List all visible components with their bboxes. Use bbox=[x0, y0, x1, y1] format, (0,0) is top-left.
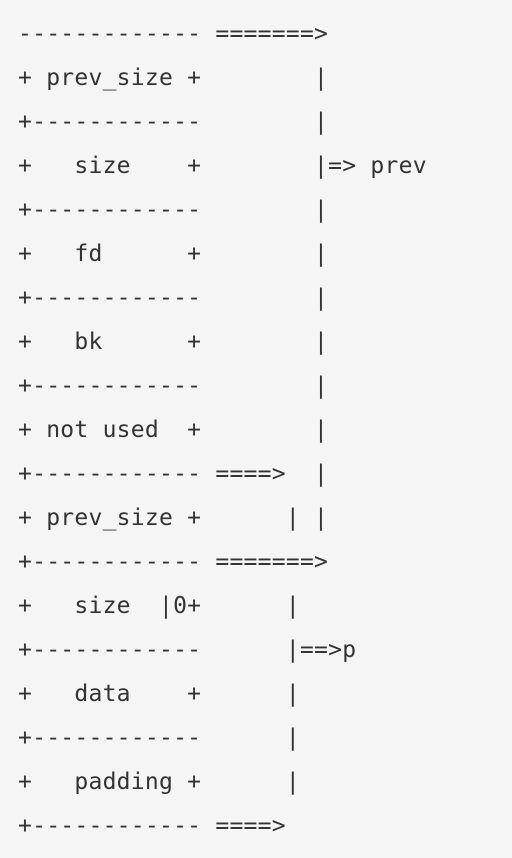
code-line: + size + |=> prev bbox=[18, 153, 427, 179]
code-line: + prev_size + | | bbox=[18, 505, 329, 531]
code-line: +------------ =======> bbox=[18, 549, 329, 575]
code-line: + data + | bbox=[18, 681, 300, 707]
code-line: +------------ | bbox=[18, 725, 300, 751]
code-line: +------------ | bbox=[18, 373, 329, 399]
code-line: + prev_size + | bbox=[18, 65, 329, 91]
code-line: +------------ | bbox=[18, 285, 329, 311]
code-line: +------------ |==>p bbox=[18, 637, 357, 663]
code-line: +------------ | bbox=[18, 109, 329, 135]
code-line: + fd + | bbox=[18, 241, 329, 267]
code-line: +------------ ====> bbox=[18, 813, 286, 839]
code-line: + size |0+ | bbox=[18, 593, 300, 619]
code-line: + padding + | bbox=[18, 769, 300, 795]
code-line: ------------- =======> bbox=[18, 21, 329, 47]
code-line: +------------ | bbox=[18, 197, 329, 223]
code-line: +------------ ====> | bbox=[18, 461, 329, 487]
code-line: + bk + | bbox=[18, 329, 329, 355]
code-line: + not used + | bbox=[18, 417, 329, 443]
